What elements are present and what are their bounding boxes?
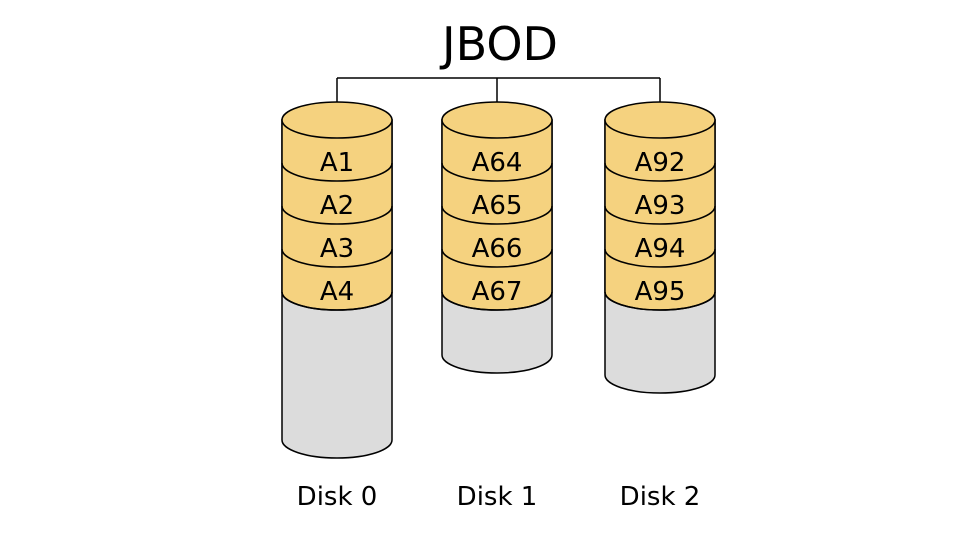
block-separator <box>441 291 553 311</box>
block-label: A2 <box>320 191 354 221</box>
block-label: A4 <box>320 277 354 307</box>
block-label: A67 <box>472 277 523 307</box>
block-label: A66 <box>472 234 523 264</box>
block-label: A3 <box>320 234 354 264</box>
block-label: A1 <box>320 148 354 178</box>
block-label: A92 <box>635 148 686 178</box>
block-label: A65 <box>472 191 523 221</box>
disk-label: Disk 0 <box>297 482 378 512</box>
block-separator <box>441 205 553 225</box>
block-label: A64 <box>472 148 523 178</box>
block-separator <box>281 291 393 311</box>
disk-top <box>281 101 393 139</box>
block-separator <box>441 248 553 268</box>
block-label: A93 <box>635 191 686 221</box>
block-separator <box>604 205 716 225</box>
block-separator <box>281 162 393 182</box>
block-separator <box>441 162 553 182</box>
disk-label: Disk 1 <box>457 482 538 512</box>
block-label: A94 <box>635 234 686 264</box>
disk-top <box>604 101 716 139</box>
block-label: A95 <box>635 277 686 307</box>
disk-label: Disk 2 <box>620 482 701 512</box>
block-separator <box>281 205 393 225</box>
block-separator <box>281 248 393 268</box>
disk-top <box>441 101 553 139</box>
diagram-title: JBOD <box>439 17 558 71</box>
block-separator <box>604 291 716 311</box>
block-separator <box>604 248 716 268</box>
block-separator <box>604 162 716 182</box>
